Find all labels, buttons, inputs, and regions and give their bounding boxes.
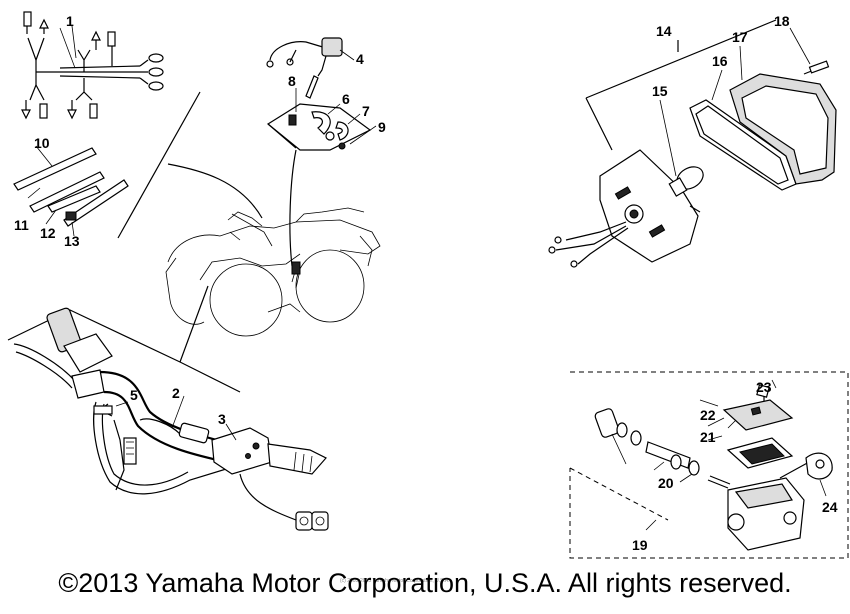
callout-22: 22 — [700, 407, 716, 423]
leader-lines — [7, 91, 297, 393]
cable-ties-drawing — [13, 145, 129, 237]
callout-2: 2 — [172, 385, 180, 401]
callout-17: 17 — [732, 29, 748, 45]
main-switch-parts-drawing — [266, 37, 372, 151]
callout-16: 16 — [712, 53, 728, 69]
callout-4: 4 — [356, 51, 364, 67]
callout-19: 19 — [632, 537, 648, 553]
callout-15: 15 — [652, 83, 668, 99]
callout-12: 12 — [40, 225, 56, 241]
callout-14: 14 — [656, 23, 672, 39]
callout-21: 21 — [700, 429, 716, 445]
callout-18: 18 — [774, 13, 790, 29]
atv-outline-drawing — [165, 207, 381, 337]
callout-5: 5 — [130, 387, 138, 403]
callout-20: 20 — [658, 475, 674, 491]
wire-harness-drawing — [21, 11, 164, 120]
copyright-notice: ©2013 Yamaha Motor Corporation, U.S.A. A… — [58, 568, 792, 598]
callout-6: 6 — [342, 91, 350, 107]
callout-7: 7 — [362, 103, 370, 119]
tail-light-drawing — [548, 19, 837, 268]
callout-13: 13 — [64, 233, 80, 249]
callout-8: 8 — [288, 73, 296, 89]
callout-24: 24 — [822, 499, 838, 515]
callout-11: 11 — [14, 217, 29, 233]
handlebar-drawing — [13, 307, 329, 531]
callout-23: 23 — [756, 379, 772, 395]
callout-10: 10 — [34, 135, 50, 151]
master-cylinder-drawing — [569, 371, 849, 559]
callout-1: 1 — [66, 13, 74, 29]
watermark-small: (c) 2005-2013 Yamaha Motor Corporation, … — [340, 578, 450, 584]
callout-3: 3 — [218, 411, 226, 427]
callout-leaders — [71, 25, 811, 441]
callout-9: 9 — [378, 119, 386, 135]
